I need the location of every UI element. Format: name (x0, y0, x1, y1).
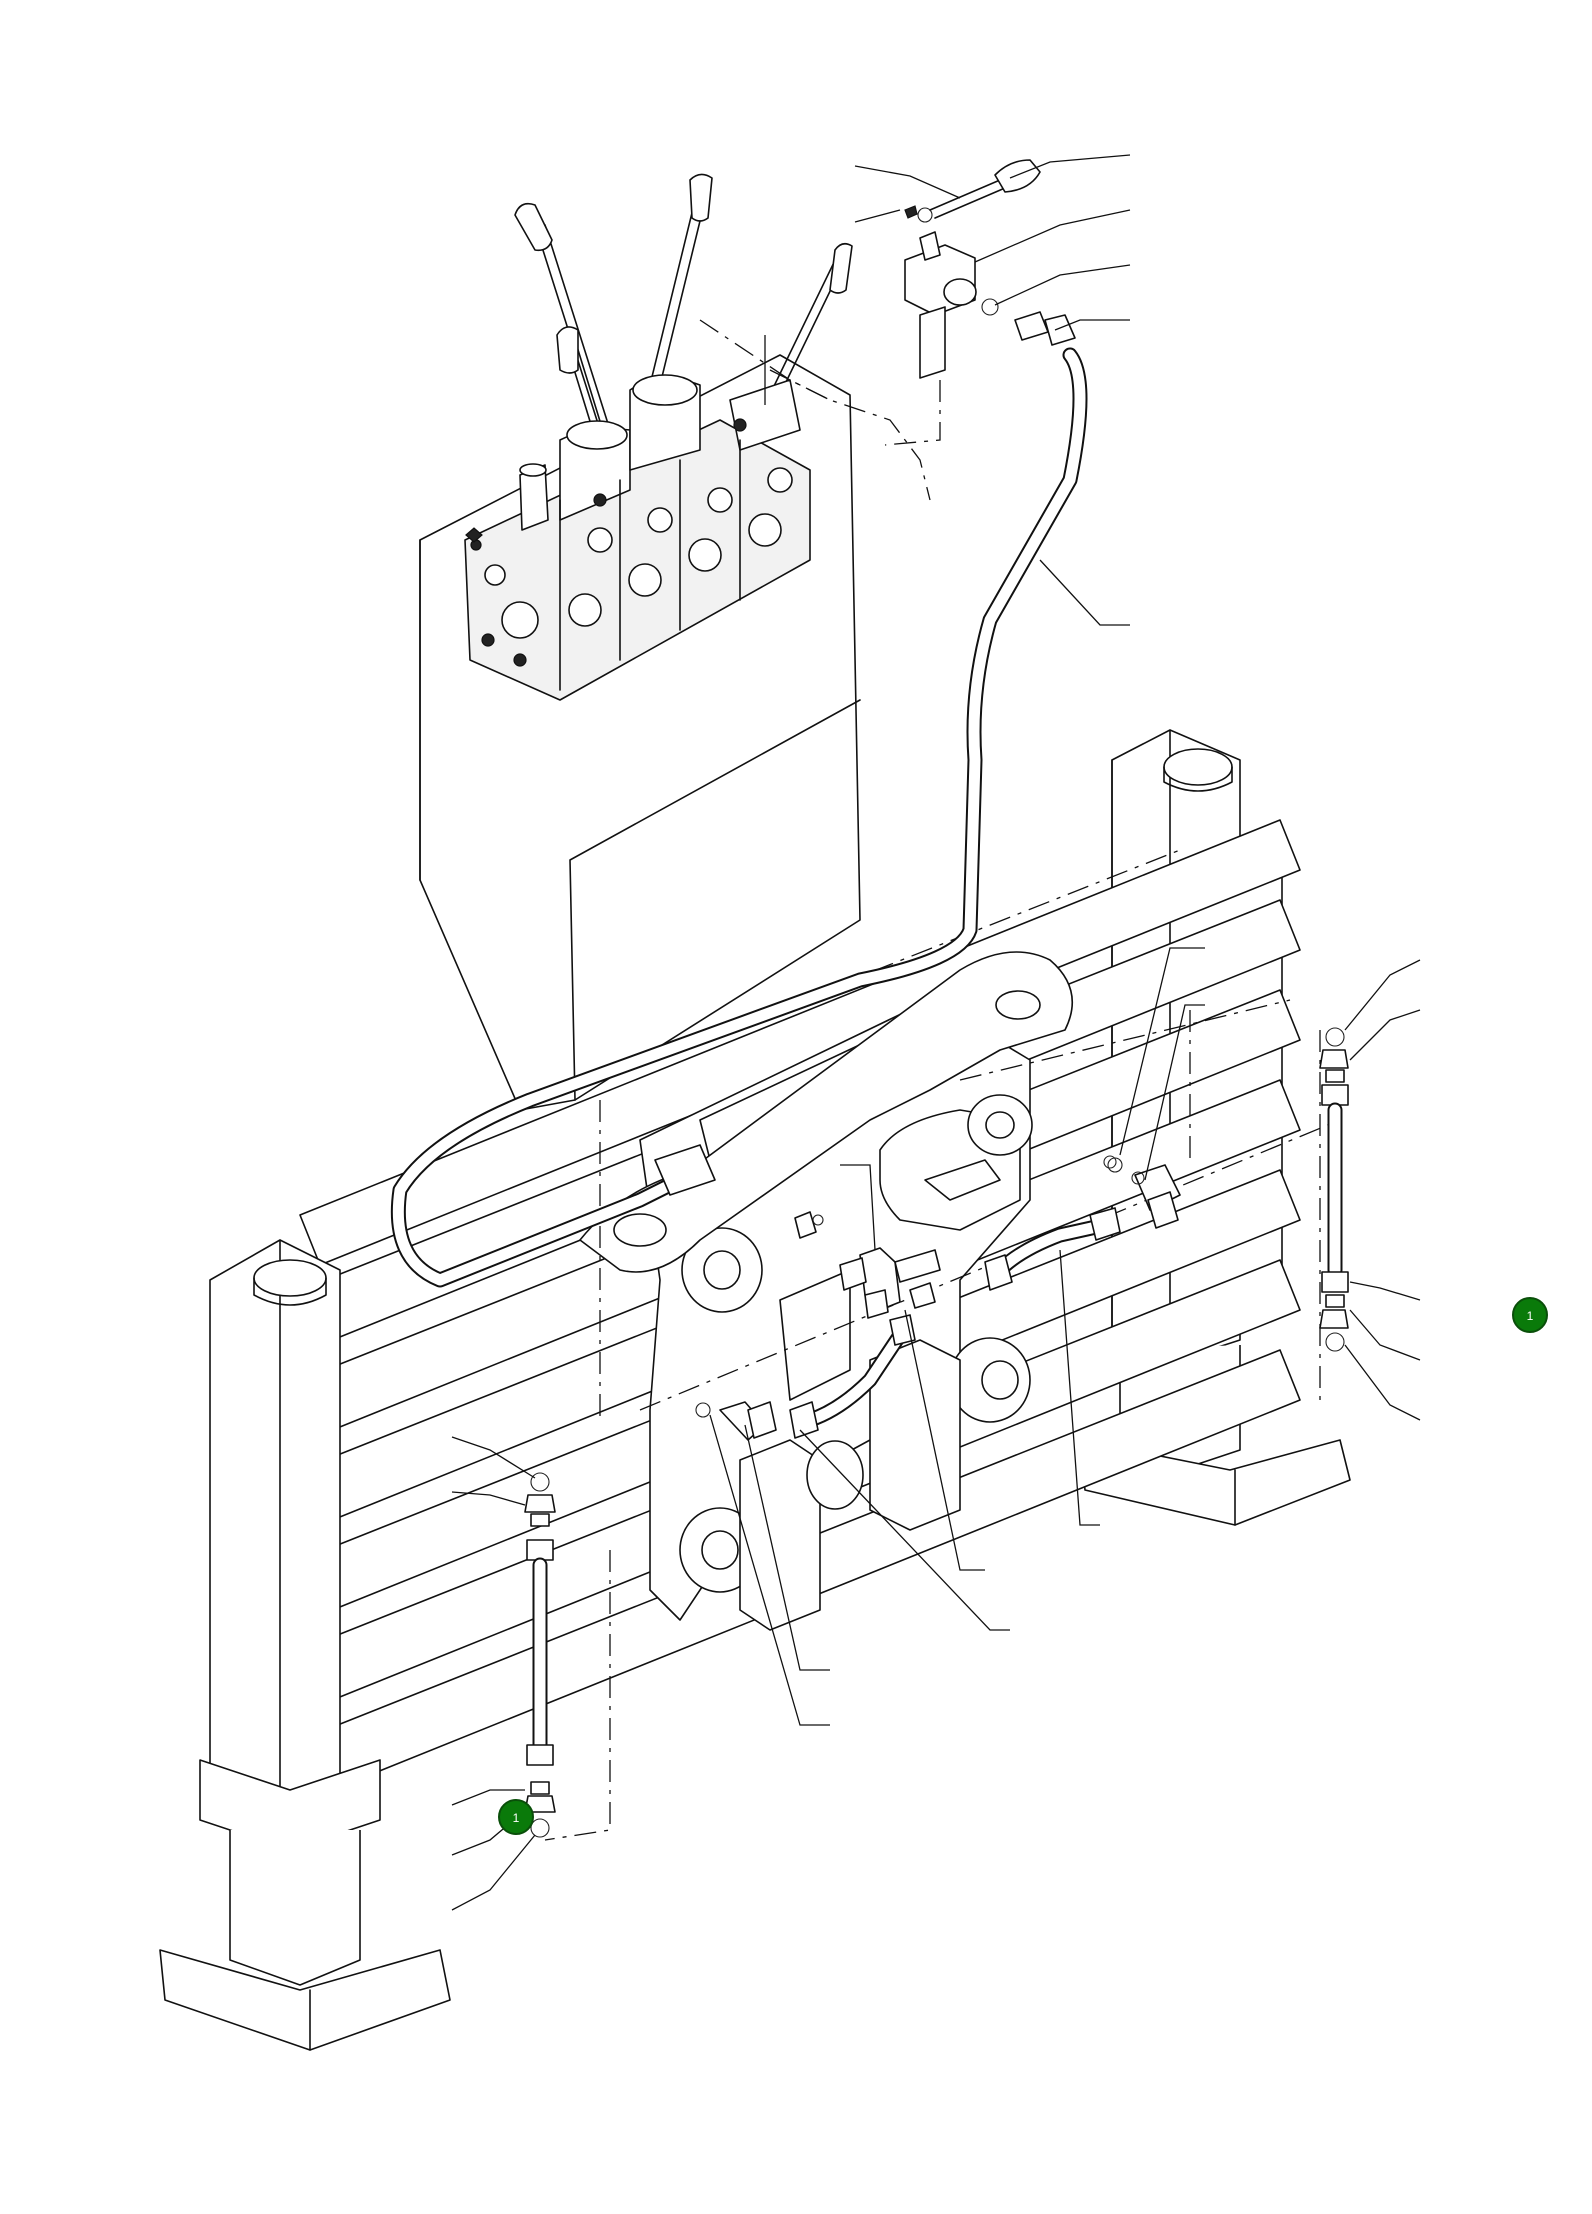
left-hose-assembly (524, 1472, 556, 1838)
green-circle-icon[interactable] (1512, 1297, 1548, 1333)
selector-valve (904, 159, 1076, 379)
callout-marker-left[interactable]: 1 (498, 1799, 534, 1835)
long-hose (390, 347, 1088, 1288)
callout-marker-right[interactable]: 1 (1512, 1297, 1548, 1333)
right-hose-assembly (1319, 1027, 1349, 1352)
control-valve-bank (464, 173, 853, 701)
leader-lines (451, 154, 1421, 1911)
pivot-link (579, 951, 1073, 1273)
green-circle-icon[interactable] (498, 1799, 534, 1835)
